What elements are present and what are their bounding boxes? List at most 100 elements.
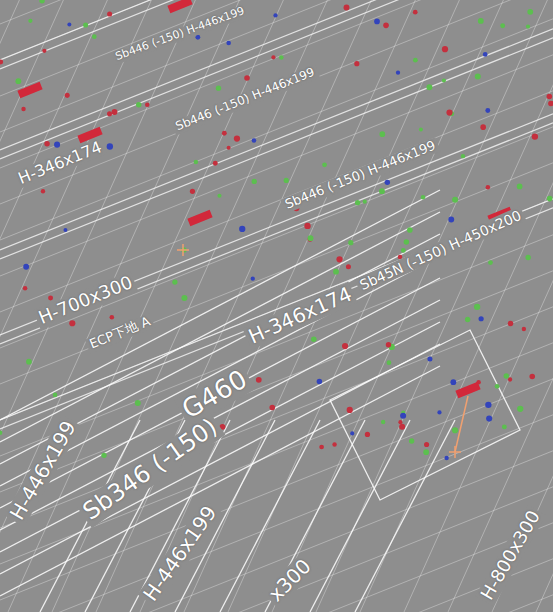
point-marker (350, 431, 354, 435)
point-marker (251, 277, 255, 281)
point-marker (527, 9, 533, 15)
point-marker (383, 23, 389, 29)
beam-line (0, 199, 553, 420)
grid-line (0, 0, 151, 612)
point-marker (269, 405, 275, 411)
grid-line (404, 0, 553, 612)
beam-line (0, 123, 553, 344)
point-marker (386, 342, 391, 347)
point-marker (273, 13, 277, 17)
red-tag (17, 82, 42, 98)
point-marker (344, 5, 350, 11)
point-marker (0, 59, 3, 64)
point-marker (195, 35, 200, 40)
point-marker (256, 377, 262, 383)
point-marker (486, 416, 492, 422)
point-marker (427, 357, 432, 362)
grid-line (140, 0, 415, 612)
point-marker (483, 52, 488, 57)
point-marker (548, 101, 553, 107)
beam-line (0, 0, 553, 69)
beam-line (0, 0, 553, 159)
point-marker (504, 373, 510, 379)
point-marker (547, 94, 553, 100)
point-marker (107, 11, 112, 16)
point-marker (485, 108, 490, 113)
grid-line (0, 307, 553, 528)
point-marker (385, 180, 390, 185)
point-marker (508, 377, 512, 381)
point-marker (448, 217, 454, 223)
point-marker (110, 315, 115, 320)
point-marker (311, 336, 317, 342)
point-marker (446, 109, 452, 115)
grid-line (0, 91, 553, 312)
point-marker (407, 227, 413, 233)
beam-line (0, 0, 553, 60)
point-marker (279, 55, 284, 60)
red-tag (167, 0, 192, 13)
point-marker (348, 240, 353, 245)
point-marker (213, 161, 218, 166)
point-marker (426, 84, 432, 90)
point-marker (112, 109, 118, 115)
point-marker (39, 0, 44, 3)
point-marker (485, 402, 491, 408)
point-marker (424, 442, 429, 447)
point-marker (44, 141, 49, 146)
point-marker (526, 24, 530, 28)
point-marker (409, 438, 414, 443)
point-marker (413, 58, 418, 63)
point-marker (355, 200, 360, 205)
point-marker (234, 135, 240, 141)
point-marker (532, 133, 538, 139)
structure-line (0, 322, 440, 552)
point-marker (396, 71, 400, 75)
point-marker (304, 223, 310, 229)
point-marker (41, 189, 45, 193)
point-marker (284, 178, 289, 183)
grid-line (0, 0, 553, 24)
point-marker (442, 78, 446, 82)
marker (449, 446, 461, 458)
point-marker (461, 154, 465, 158)
point-marker (347, 407, 353, 413)
point-marker (479, 316, 484, 321)
point-marker (181, 295, 187, 301)
point-marker (495, 384, 500, 389)
point-marker (28, 19, 32, 23)
point-marker (244, 75, 250, 81)
structure-line (220, 420, 320, 612)
structure-line (0, 212, 440, 442)
point-marker (486, 185, 491, 190)
grid-line (0, 451, 553, 612)
marker (177, 244, 189, 256)
point-marker (53, 393, 58, 398)
point-marker (413, 10, 418, 15)
point-marker (381, 420, 385, 424)
point-marker (101, 453, 106, 458)
point-marker (107, 143, 113, 149)
point-marker (194, 160, 198, 164)
point-marker (107, 111, 112, 116)
point-marker (529, 374, 535, 380)
point-marker (400, 413, 406, 419)
point-marker (522, 327, 526, 331)
beam-line (0, 38, 553, 259)
point-marker (319, 445, 324, 450)
point-marker (217, 194, 221, 198)
structure-outline (330, 330, 520, 500)
point-marker (15, 78, 21, 84)
grid-line (96, 0, 371, 612)
point-marker (239, 226, 245, 232)
point-marker (442, 46, 448, 52)
point-marker (450, 379, 456, 385)
point-marker (365, 432, 370, 437)
point-marker (23, 264, 29, 270)
point-marker (517, 184, 523, 190)
point-marker (69, 320, 75, 326)
point-marker (136, 102, 141, 107)
point-marker (401, 248, 406, 253)
